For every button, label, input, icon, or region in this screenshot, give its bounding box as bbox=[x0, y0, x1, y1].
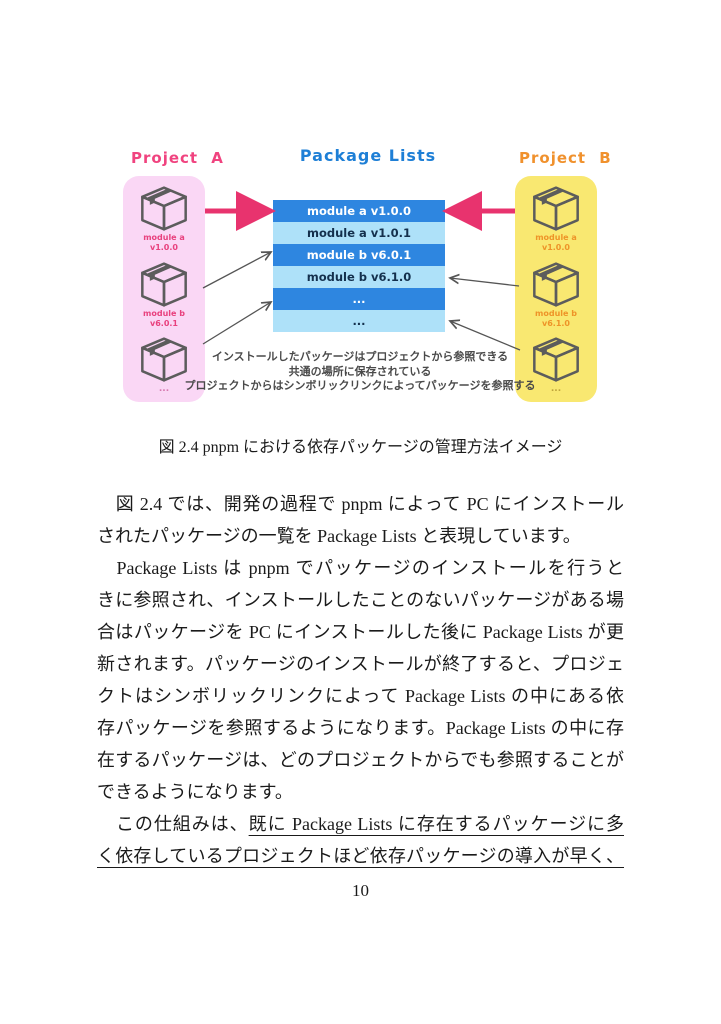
link-a-dots bbox=[202, 302, 271, 345]
body-line: クトはシンボリックリンクによって Package Lists の中にある依 bbox=[97, 686, 624, 706]
project-b-module-more: ... bbox=[531, 337, 581, 394]
body-line: きに参照され、インストールしたことのないパッケージがある場 bbox=[97, 590, 624, 610]
body-line: 在するパッケージは、どのプロジェクトからでも参照することが bbox=[97, 750, 624, 770]
body-line: 図 2.4 では、開発の過程で pnpm によって PC にインストール bbox=[97, 494, 624, 514]
module-name: module b bbox=[143, 308, 185, 318]
package-list-row: module b v6.0.1 bbox=[273, 244, 445, 266]
project-b-module-2: module b v6.1.0 bbox=[531, 261, 581, 329]
body-line: この仕組みは、既に Package Lists に存在するパッケージに多 bbox=[97, 808, 624, 840]
diagram-note-line: プロジェクトからはシンボリックリンクによってパッケージを参照する bbox=[184, 379, 536, 392]
link-a-moduleb bbox=[202, 252, 271, 289]
body-line: 新されます。パッケージのインストールが終了すると、プロジェ bbox=[97, 654, 624, 674]
link-b-dots bbox=[450, 321, 521, 351]
diagram-note: インストールしたパッケージはプロジェクトから参照できる 共通の場所に保存されてい… bbox=[135, 350, 585, 394]
package-list-row: ... bbox=[273, 288, 445, 310]
diagram-arrows bbox=[202, 191, 521, 351]
project-b-panel: module a v1.0.0 module b v6.1.0 bbox=[515, 176, 597, 402]
package-box-icon bbox=[533, 186, 579, 231]
project-a-module-2: module b v6.0.1 bbox=[139, 261, 189, 329]
package-lists-heading: Package Lists bbox=[299, 146, 437, 165]
module-name: ... bbox=[550, 384, 562, 394]
module-name: ... bbox=[158, 384, 170, 394]
package-box-icon bbox=[141, 261, 187, 307]
project-b-heading: Project B bbox=[519, 149, 612, 167]
project-a-module-1: module a v1.0.0 bbox=[139, 186, 189, 253]
module-version: v1.0.0 bbox=[541, 243, 570, 252]
module-version: v6.0.1 bbox=[150, 318, 178, 328]
module-version: v6.1.0 bbox=[542, 318, 570, 328]
body-line: Package Lists は pnpm でパッケージのインストールを行うと bbox=[97, 558, 624, 578]
diagram-note-line: 共通の場所に保存されている bbox=[288, 364, 432, 378]
module-name: module a bbox=[143, 233, 185, 242]
project-a-heading: Project A bbox=[131, 149, 224, 167]
module-name: module a bbox=[535, 233, 577, 242]
body-line-underlined: く依存しているプロジェクトほど依存パッケージの導入が早く、 bbox=[97, 846, 624, 866]
body-line: く依存しているプロジェクトほど依存パッケージの導入が早く、 bbox=[97, 840, 624, 872]
body-line: 合はパッケージを PC にインストールした後に Package Lists が更 bbox=[97, 622, 624, 642]
project-a-module-more: ... bbox=[139, 337, 189, 394]
module-version: v1.0.0 bbox=[149, 243, 178, 252]
body-line: されたパッケージの一覧を Package Lists と表現しています。 bbox=[97, 526, 581, 546]
body-line: できるようになります。 bbox=[97, 782, 293, 802]
body-line: 存パッケージを参照するようになります。Package Lists の中に存 bbox=[97, 718, 624, 738]
package-list: module a v1.0.0 module a v1.0.1 module b… bbox=[273, 200, 445, 332]
package-box-icon bbox=[141, 186, 187, 231]
package-list-row: module b v6.1.0 bbox=[273, 266, 445, 288]
figure-caption: 図 2.4 pnpm における依存パッケージの管理方法イメージ bbox=[158, 439, 563, 456]
body-text: 図 2.4 では、開発の過程で pnpm によって PC にインストール された… bbox=[97, 488, 624, 872]
package-list-row: ... bbox=[273, 310, 445, 332]
package-list-row: module a v1.0.0 bbox=[273, 200, 445, 222]
diagram-note-line: インストールしたパッケージはプロジェクトから参照できる bbox=[211, 350, 509, 363]
page-number: 10 bbox=[352, 881, 369, 900]
package-list-row: module a v1.0.1 bbox=[273, 222, 445, 244]
package-box-icon bbox=[533, 337, 579, 382]
project-b-module-1: module a v1.0.0 bbox=[531, 186, 581, 253]
body-line-plain: この仕組みは、 bbox=[97, 814, 249, 834]
package-box-icon bbox=[533, 261, 579, 307]
project-a-panel: module a v1.0.0 module b v6.0.1 bbox=[123, 176, 205, 402]
package-box-icon bbox=[141, 337, 187, 382]
link-b-moduleb bbox=[450, 278, 520, 287]
module-name: module b bbox=[535, 308, 577, 318]
body-line-underlined: 既に Package Lists に存在するパッケージに多 bbox=[248, 814, 624, 834]
